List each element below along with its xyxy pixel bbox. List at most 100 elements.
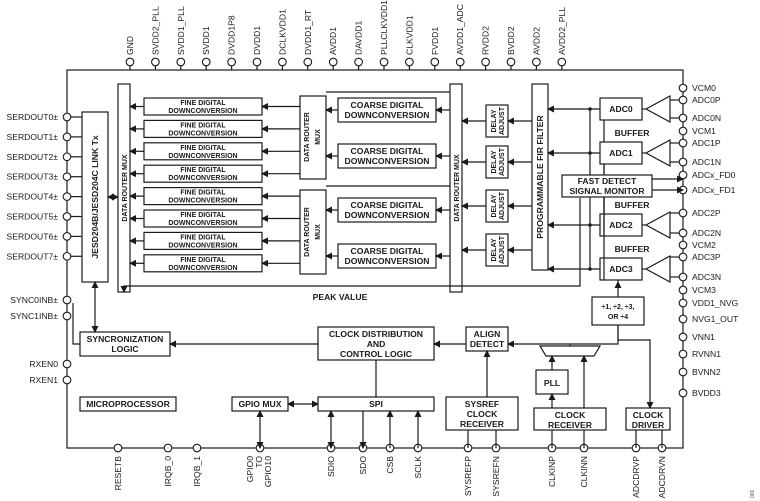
align-line2: DETECT — [470, 339, 505, 349]
sync-logic-line2: LOGIC — [111, 344, 138, 354]
delay-line2: ADJUST — [499, 147, 506, 176]
left-pin-circle — [62, 251, 72, 261]
bottom-pin-label: RESETB — [113, 456, 123, 491]
right-pin-label: ADC3P — [692, 252, 721, 262]
bottom-pin-label: SYSREFN — [491, 456, 501, 497]
right-pin-label: ADC3N — [692, 272, 721, 282]
left-pin-circle — [62, 172, 72, 182]
fir-filter-block — [531, 83, 549, 271]
right-pin-circle — [678, 272, 688, 282]
right-pin-circle — [678, 157, 688, 167]
coarse-ddc-line1: COARSE DIGITAL — [351, 146, 424, 156]
left-pin-label: RXEN0 — [29, 359, 58, 369]
right-pin-circle — [678, 138, 688, 148]
divider-line1: ÷1, ÷2, ÷3, — [602, 304, 635, 311]
left-pin-label: SERDOUT0± — [6, 112, 58, 122]
bottom-pin-label: CLKINN — [579, 456, 589, 488]
coarse-ddc-line1: COARSE DIGITAL — [351, 246, 424, 256]
jesd-link-label: JESD204B/JESD204C LINK Tx — [90, 135, 100, 258]
left-pin-circle — [62, 192, 72, 201]
adc-label: ADC2 — [609, 220, 633, 230]
inner-mux-bottom-line1: DATA ROUTER — [304, 207, 311, 257]
right-pin-label: ADC1N — [692, 157, 721, 167]
top-pin-label: PLLCLKVDD1 — [379, 0, 389, 55]
bottom-pin-label: SYSREFP — [463, 456, 473, 496]
top-pin-circle — [303, 57, 313, 67]
buffer-label: BUFFER — [615, 200, 651, 210]
left-pin-circle — [62, 112, 72, 122]
right-pin-label: ADCx_FD1 — [692, 185, 736, 195]
top-pin-circle — [227, 57, 236, 67]
top-pin-circle — [506, 57, 516, 67]
left-pin-group: SERDOUT0±SERDOUT1±SERDOUT2±SERDOUT3±SERD… — [6, 112, 82, 385]
top-pin-circle — [278, 57, 287, 67]
bottom-pin-label: SDIO — [326, 456, 336, 477]
top-pin-circle — [328, 57, 338, 67]
clock-receiver-block — [533, 407, 607, 431]
fast-detect-block — [561, 174, 653, 198]
left-pin-circle — [62, 132, 72, 142]
delay-line1: DELAY — [491, 194, 498, 217]
top-pin-circle — [532, 57, 541, 67]
right-pin-circle — [678, 349, 688, 359]
top-pin-label: SVDD1_PLL — [176, 6, 186, 55]
right-pin-circle — [678, 170, 688, 180]
bottom-pin-label: IRQB_1 — [192, 456, 202, 487]
inner-mux-top — [299, 95, 327, 180]
left-pin-label: SYNC0INB± — [10, 295, 58, 305]
top-pin-label: AVDD2 — [531, 27, 541, 55]
right-pin-label: BVNN2 — [692, 367, 721, 377]
top-pin-label: DCLKVDD1 — [277, 9, 287, 55]
left-pin-label: SERDOUT2± — [6, 152, 58, 162]
bottom-pin-label: CLKINP — [547, 456, 557, 487]
left-pin-circle — [62, 359, 72, 369]
adc-label: ADC1 — [609, 148, 633, 158]
right-pin-circle — [678, 314, 688, 324]
top-pin-circle — [151, 57, 160, 67]
spi-label: SPI — [369, 399, 383, 409]
microprocessor-block — [79, 396, 177, 412]
delay-line1: DELAY — [491, 109, 498, 132]
left-pin-label: SYNC1INB± — [10, 311, 58, 321]
right-pin-circle — [678, 228, 688, 238]
coarse-ddc-line1: COARSE DIGITAL — [351, 100, 424, 110]
pll-label: PLL — [544, 378, 560, 388]
fine-ddc-line2: DOWNCONVERSION — [168, 130, 237, 137]
top-pin-circle — [430, 57, 440, 67]
right-pin-label: VNN1 — [692, 332, 715, 342]
left-pin-circle — [62, 311, 72, 321]
buffer-triangle — [644, 138, 671, 168]
left-pin-circle — [62, 212, 72, 221]
clock-dist-line1: CLOCK DISTRIBUTION — [329, 329, 423, 339]
right-pin-label: ADC2N — [692, 228, 721, 238]
left-pin-label: SERDOUT3± — [6, 172, 58, 182]
sync-logic-block — [79, 331, 171, 357]
right-pin-label: VCM2 — [692, 240, 716, 250]
right-pin-label: ADC2P — [692, 208, 721, 218]
buffer-label: BUFFER — [615, 244, 651, 254]
adc-label: ADC3 — [609, 264, 633, 274]
right-pin-circle — [678, 113, 688, 123]
divider-line2: OR ÷4 — [608, 314, 628, 321]
bottom-pin-label: SCLK — [413, 456, 423, 479]
right-pin-label: VDD1_NVG — [692, 298, 739, 308]
coarse-ddc-line1: COARSE DIGITAL — [351, 200, 424, 210]
right-pin-label: VCM3 — [692, 285, 716, 295]
divider-to-driver — [617, 325, 654, 409]
pll-block — [535, 369, 569, 395]
bottom-pin-label: IRQB_0 — [163, 456, 173, 487]
bottom-pin-label: TO — [254, 456, 264, 468]
buffer-triangle — [644, 210, 671, 240]
fine-ddc-line1: FINE DIGITAL — [180, 145, 226, 152]
data-router-mux-right — [449, 83, 463, 293]
right-pin-label: ADC1P — [692, 138, 721, 148]
peak-value-label: PEAK VALUE — [313, 292, 368, 302]
bottom-pin-label: ADCDRVN — [657, 456, 667, 498]
right-pin-circle — [678, 126, 688, 136]
delay-line1: DELAY — [491, 150, 498, 173]
fine-ddc-line2: DOWNCONVERSION — [168, 220, 237, 227]
bottom-pin-circle — [192, 443, 202, 453]
right-pin-label: ADCx_FD0 — [692, 170, 736, 180]
